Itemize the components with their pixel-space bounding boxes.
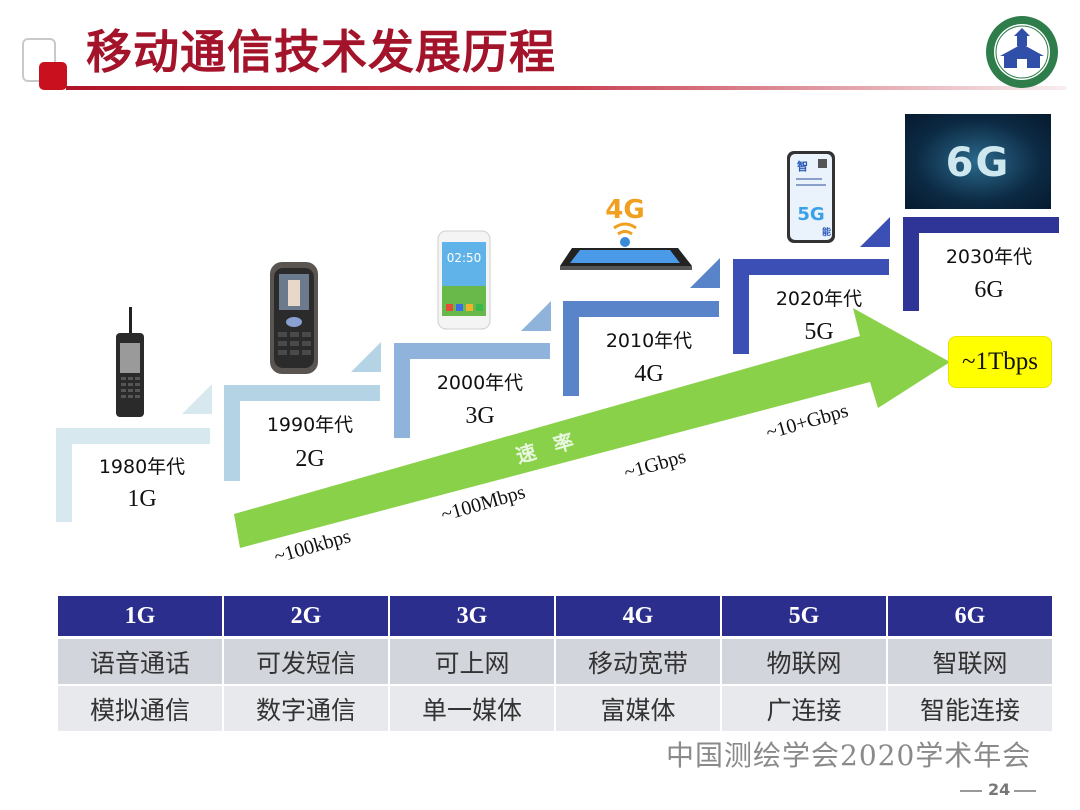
feature-phone-icon: [270, 262, 318, 374]
page-number-dash-right: [1014, 790, 1036, 792]
step-5g-year: 2020年代: [775, 288, 863, 310]
page-title: 移动通信技术发展历程: [86, 25, 556, 79]
table-row: 模拟通信 数字通信 单一媒体 富媒体 广连接 智能连接: [58, 684, 1052, 731]
step-4g-top: [563, 301, 719, 317]
table-header: 4G: [556, 596, 720, 636]
brick-phone-icon: [116, 307, 144, 417]
university-emblem-icon: [984, 14, 1060, 90]
table-cell: 智能连接: [888, 684, 1052, 731]
step-1g-side: [56, 428, 72, 522]
step-4g-arrowhead: [690, 258, 720, 288]
step-3g-top: [394, 343, 550, 359]
step-3g-year: 2000年代: [436, 372, 524, 394]
table-row: 语音通话 可发短信 可上网 移动宽带 物联网 智联网: [58, 636, 1052, 684]
table-header: 2G: [224, 596, 388, 636]
step-5g-gen: 5G: [804, 319, 834, 345]
step-6g-side: [903, 217, 919, 311]
6g-banner-image: 6G: [905, 114, 1051, 209]
generation-table: 1G 2G 3G 4G 5G 6G 语音通话 可发短信 可上网 移动宽带 物联网…: [56, 596, 1054, 731]
page-number: 24: [988, 780, 1011, 799]
table-header: 3G: [390, 596, 554, 636]
table-cell: 可发短信: [224, 636, 388, 684]
table-cell: 数字通信: [224, 684, 388, 731]
table-cell: 富媒体: [556, 684, 720, 731]
logo-square-red: [39, 62, 67, 90]
5g-phone-icon: 智 5G 能: [787, 151, 835, 243]
step-2g-arrowhead: [351, 342, 381, 372]
step-2g-top: [224, 385, 380, 401]
step-5g-side: [733, 259, 749, 354]
step-1g-year: 1980年代: [98, 456, 186, 478]
svg-text:智: 智: [797, 159, 808, 173]
step-3g-side: [394, 343, 410, 438]
peak-speed-badge: ~1Tbps: [948, 336, 1052, 388]
svg-text:能: 能: [822, 226, 831, 238]
table-cell: 可上网: [390, 636, 554, 684]
step-1g-gen: 1G: [127, 486, 157, 512]
step-5g-arrowhead: [860, 217, 890, 247]
table-header: 6G: [888, 596, 1052, 636]
step-1g-top: [56, 428, 210, 444]
step-2g-gen: 2G: [295, 446, 325, 472]
step-4g-gen: 4G: [634, 361, 664, 387]
svg-text:4G: 4G: [605, 195, 644, 225]
table-header: 5G: [722, 596, 886, 636]
table-cell: 单一媒体: [390, 684, 554, 731]
table-cell: 模拟通信: [58, 684, 222, 731]
table-cell: 智联网: [888, 636, 1052, 684]
step-5g-top: [733, 259, 889, 275]
step-6g-gen: 6G: [974, 277, 1004, 303]
footer-organization: 中国测绘学会2020学术年会: [666, 739, 1032, 772]
step-4g-side: [563, 301, 579, 396]
speed-arrow: [234, 308, 950, 548]
page-number-dash-left: [960, 790, 982, 792]
table-cell: 广连接: [722, 684, 886, 731]
smartphone-icon: 02:50: [437, 230, 491, 330]
step-6g-year: 2030年代: [945, 246, 1033, 268]
table-cell: 移动宽带: [556, 636, 720, 684]
svg-text:02:50: 02:50: [447, 251, 482, 265]
step-3g-arrowhead: [521, 301, 551, 331]
step-2g-side: [224, 385, 240, 481]
step-1g-arrowhead: [182, 384, 212, 414]
step-3g-gen: 3G: [465, 403, 495, 429]
step-6g-top: [903, 217, 1059, 233]
svg-text:5G: 5G: [797, 204, 824, 225]
table-cell: 语音通话: [58, 636, 222, 684]
4g-tablet-icon: 4G: [560, 195, 692, 270]
table-header: 1G: [58, 596, 222, 636]
6g-banner-text: 6G: [945, 140, 1011, 186]
step-2g-year: 1990年代: [266, 414, 354, 436]
title-underline: [66, 86, 1066, 90]
step-4g-year: 2010年代: [605, 330, 693, 352]
table-cell: 物联网: [722, 636, 886, 684]
